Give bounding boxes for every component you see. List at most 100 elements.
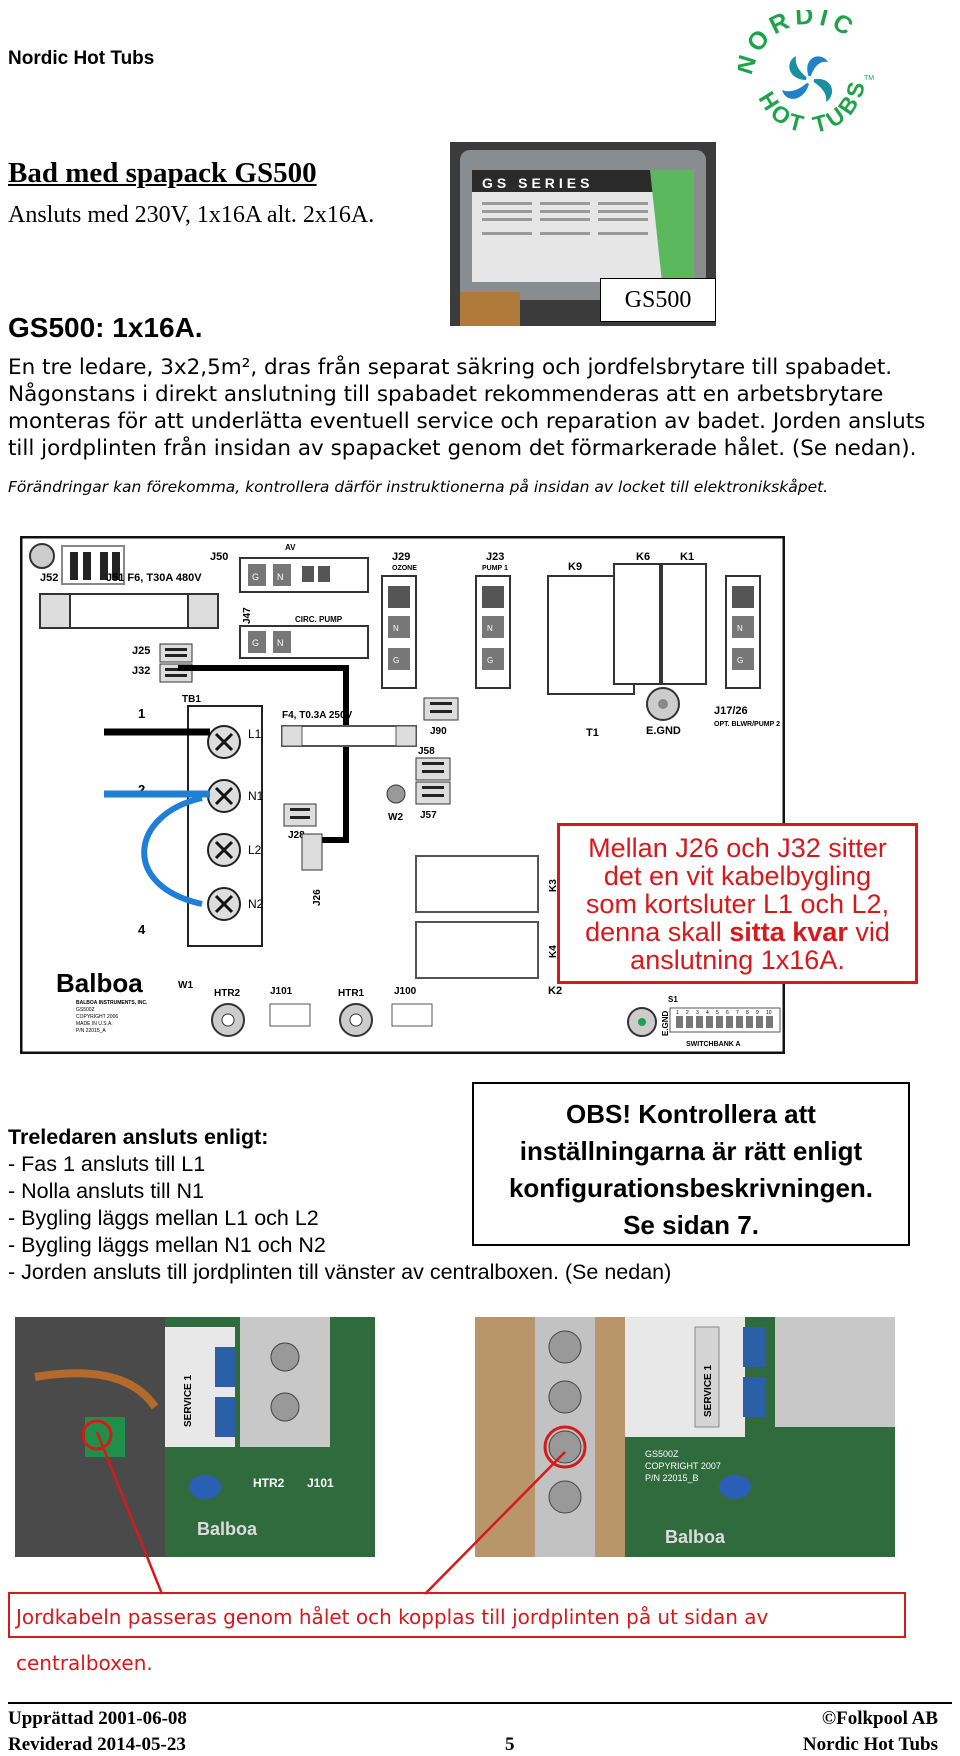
svg-text:SERVICE 1: SERVICE 1 — [183, 1375, 194, 1427]
svg-text:SWITCHBANK A: SWITCHBANK A — [686, 1041, 741, 1048]
svg-text:Balboa: Balboa — [197, 1519, 258, 1539]
svg-text:CIRC. PUMP: CIRC. PUMP — [295, 615, 343, 624]
balboa-logo: Balboa — [56, 968, 143, 998]
svg-text:N: N — [277, 638, 284, 648]
svg-text:SERVICE 1: SERVICE 1 — [703, 1365, 714, 1417]
svg-text:J58: J58 — [418, 746, 435, 757]
svg-text:NORDIC: NORDIC — [738, 10, 862, 78]
jumper-callout: Mellan J26 och J32 sitter det en vit kab… — [557, 823, 918, 984]
svg-text:G: G — [393, 656, 399, 665]
svg-text:J17/26: J17/26 — [714, 705, 748, 717]
section-subtitle: Ansluts med 230V, 1x16A alt. 2x16A. — [8, 202, 375, 228]
svg-text:TM: TM — [864, 75, 874, 82]
nordic-hot-tubs-logo: NORDIC HOT TUBS TM — [738, 10, 874, 138]
svg-text:P/N 22015_A: P/N 22015_A — [76, 1028, 106, 1034]
svg-text:2: 2 — [138, 782, 145, 797]
list-item: - Bygling läggs mellan L1 och L2 — [8, 1206, 319, 1230]
dip-switch — [766, 1016, 773, 1028]
svg-text:J25: J25 — [132, 645, 150, 657]
callout-connector-lines — [95, 1431, 566, 1595]
svg-text:N2: N2 — [248, 897, 264, 911]
page-number: 5 — [505, 1734, 515, 1755]
company-name: Nordic Hot Tubs — [8, 48, 155, 69]
dip-switch — [706, 1016, 713, 1028]
dip-switch-number: 1 — [676, 1010, 679, 1016]
svg-text:J29: J29 — [392, 551, 410, 563]
list-item: - Fas 1 ansluts till L1 — [8, 1152, 206, 1176]
dip-switch-number: 3 — [696, 1010, 699, 1016]
svg-text:K4: K4 — [548, 945, 559, 958]
svg-text:G: G — [487, 656, 493, 665]
svg-text:HTR2: HTR2 — [214, 988, 241, 999]
ground-photo-right: SERVICE 1 GS500Z COPYRIGHT 2007 P/N 2201… — [475, 1317, 895, 1557]
svg-text:HOT TUBS: HOT TUBS — [754, 76, 871, 138]
svg-text:OPT. BLWR/PUMP 2: OPT. BLWR/PUMP 2 — [714, 721, 780, 728]
svg-text:N: N — [277, 572, 284, 582]
svg-text:E.GND: E.GND — [646, 725, 681, 737]
label-j51: J51 F6, T30A 480V — [106, 572, 202, 584]
svg-text:W2: W2 — [388, 812, 403, 823]
list-item: - Nolla ansluts till N1 — [8, 1179, 204, 1203]
dip-switch-number: 2 — [686, 1010, 689, 1016]
svg-text:J47: J47 — [242, 607, 253, 624]
logo-text-bottom: HOT TUBS — [754, 76, 867, 138]
dip-switch — [756, 1016, 763, 1028]
svg-text:GS500Z: GS500Z — [645, 1449, 679, 1459]
obs-box: OBS! Kontrollera att inställningarna är … — [472, 1082, 910, 1246]
svg-text:HTR1: HTR1 — [338, 988, 365, 999]
gs500-label: GS500 — [600, 278, 716, 322]
footer-divider — [8, 1702, 952, 1704]
dip-switch-number: 9 — [756, 1010, 759, 1016]
svg-text:F4, T0.3A 250V: F4, T0.3A 250V — [282, 710, 353, 721]
dip-switch-number: 7 — [736, 1010, 739, 1016]
circuit-board-diagram: J52 J51 F6, T30A 480V J50 AV G N J47 CIR… — [20, 536, 785, 1054]
footer-revised: Reviderad 2014-05-23 — [8, 1734, 186, 1755]
svg-text:J101: J101 — [307, 1476, 334, 1490]
svg-text:J32: J32 — [132, 665, 150, 677]
logo-swirl-icon — [782, 56, 833, 102]
variant-heading: GS500: 1x16A. — [8, 312, 203, 343]
svg-text:K1: K1 — [680, 551, 694, 563]
svg-text:J26: J26 — [312, 889, 323, 906]
section-title: Bad med spapack GS500 — [8, 157, 317, 189]
svg-text:J57: J57 — [420, 810, 437, 821]
svg-text:J28: J28 — [288, 830, 305, 841]
footer-brand: Nordic Hot Tubs — [802, 1734, 938, 1755]
svg-text:BALBOA INSTRUMENTS, INC.: BALBOA INSTRUMENTS, INC. — [76, 1000, 148, 1006]
svg-text:COPYRIGHT 2006: COPYRIGHT 2006 — [76, 1014, 118, 1020]
footer-copyright: ©Folkpool AB — [821, 1708, 938, 1729]
list-item: - Bygling läggs mellan N1 och N2 — [8, 1233, 326, 1257]
svg-text:COPYRIGHT 2007: COPYRIGHT 2007 — [645, 1461, 721, 1471]
dip-switch — [736, 1016, 743, 1028]
label-av: AV — [285, 543, 296, 552]
svg-text:OZONE: OZONE — [392, 565, 417, 572]
svg-text:K9: K9 — [568, 561, 582, 573]
svg-text:G: G — [252, 638, 259, 648]
svg-text:J90: J90 — [430, 726, 447, 737]
wiring-instructions: Treledaren ansluts enligt: - Fas 1 anslu… — [8, 1124, 671, 1286]
footer-created: Upprättad 2001-06-08 — [8, 1708, 187, 1729]
dip-switch-number: 4 — [706, 1010, 709, 1016]
gs500-photo: GS SERIES — [450, 142, 716, 326]
svg-text:HTR2: HTR2 — [253, 1476, 285, 1490]
dip-switch — [686, 1016, 693, 1028]
svg-text:J23: J23 — [486, 551, 504, 563]
svg-text:G: G — [737, 656, 743, 665]
list-item: - Jorden ansluts till jordplinten till v… — [8, 1260, 672, 1284]
svg-text:K3: K3 — [548, 879, 559, 892]
svg-text:L1: L1 — [248, 727, 262, 741]
svg-text:PUMP 1: PUMP 1 — [482, 565, 508, 572]
wiring-heading: Treledaren ansluts enligt: — [8, 1125, 269, 1149]
svg-text:P/N 22015_B: P/N 22015_B — [645, 1473, 699, 1483]
dip-switch — [676, 1016, 683, 1028]
dip-switch — [716, 1016, 723, 1028]
dip-switch — [726, 1016, 733, 1028]
svg-text:S1: S1 — [668, 995, 678, 1004]
svg-text:L2: L2 — [248, 843, 262, 857]
ground-photo-left: SERVICE 1 HTR2 J101 Balboa — [15, 1317, 375, 1557]
ground-callout: Jordkabeln passeras genom hålet och kopp… — [8, 1592, 906, 1675]
dip-switch — [746, 1016, 753, 1028]
label-j52: J52 — [40, 572, 58, 584]
svg-text:J100: J100 — [394, 986, 417, 997]
svg-text:T1: T1 — [586, 727, 599, 739]
